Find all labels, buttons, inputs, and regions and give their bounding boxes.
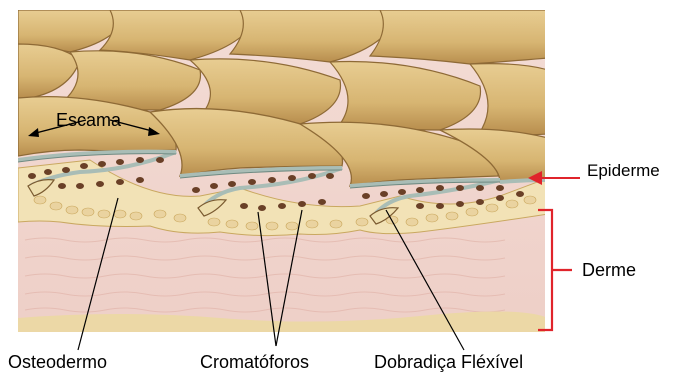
escama-label: Escama: [56, 110, 122, 130]
derme-label: Derme: [582, 260, 636, 280]
dobradica-label: Dobradiça Fléxível: [374, 352, 523, 372]
illustration: [18, 10, 548, 332]
epiderme-label: Epiderme: [587, 161, 660, 180]
epiderme-annotation: Epiderme: [528, 161, 660, 185]
cromatoforos-label: Cromatóforos: [200, 352, 309, 372]
derme-annotation: Derme: [538, 210, 636, 330]
osteodermo-label: Osteodermo: [8, 352, 107, 372]
